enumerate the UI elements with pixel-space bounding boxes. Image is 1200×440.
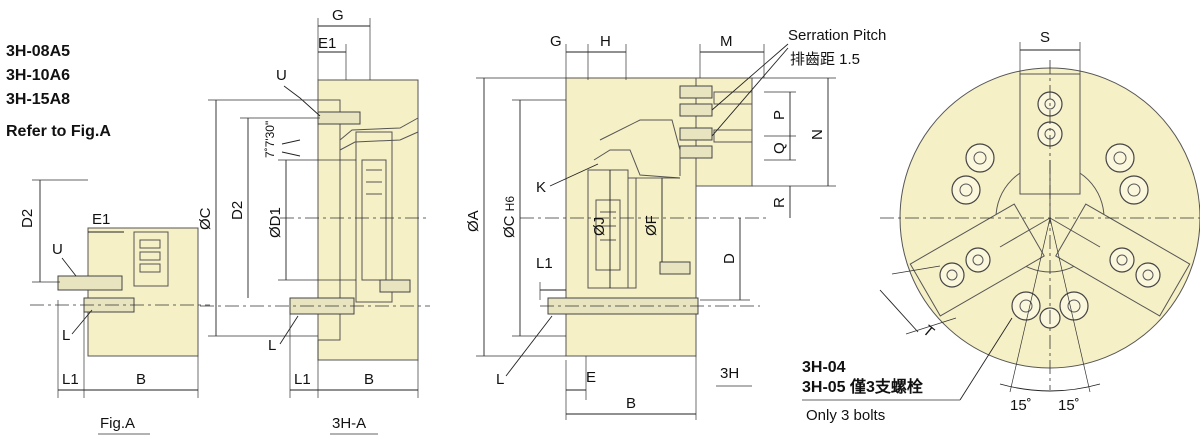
mount-hole [965,143,995,173]
fig-a-section: D2 E1 U L L1 B [19,179,210,398]
front-view: S T 15˚ 15˚ [879,29,1200,414]
refer-fig-a-note: Refer to Fig.A [6,123,111,140]
label-l-3h: L [496,371,504,388]
dim-b-3h: B [626,395,636,412]
dim-oj-3h: ØJ [591,217,608,236]
dim-h-3h: H [600,33,611,50]
bolt-note-model-05: 3H-05 僅3支螺栓 [802,377,924,396]
bolt-note-only-3-bolts: Only 3 bolts [806,407,885,424]
serration-pitch-label: Serration Pitch [788,27,886,44]
dim-l1-3h: L1 [536,255,553,272]
angle-15-right: 15˚ [1058,397,1080,414]
dim-d-3h: D [721,253,738,264]
label-u-3h-a: U [276,67,287,84]
dim-of-3h: ØF [643,215,660,236]
dim-g-3h: G [550,33,562,50]
dim-oc-h6-3h: ØC H6 [501,196,518,238]
model-label-10a6: 3H-10A6 [6,67,70,84]
dim-d2-fig-a: D2 [19,209,36,228]
label-l-3h-a: L [268,337,276,354]
section-3h: G H M Serration Pitch 排齒距 1.5 P Q R N D [465,27,886,420]
dim-b-fig-a: B [136,371,146,388]
dim-p-3h: P [771,110,788,120]
fig-a-body [87,227,199,357]
dim-oc-3h-a: ØC [197,207,214,230]
caption-3h: 3H [720,365,739,382]
3h-jaw-bolt-1 [679,85,713,99]
dim-d2-3h-a: D2 [229,201,246,220]
dim-e1-3h-a: E1 [318,35,336,52]
dim-l1-fig-a: L1 [62,371,79,388]
label-u-fig-a: U [52,241,63,258]
dim-od1-3h-a: ØD1 [267,207,284,238]
fig-a-bolt-u [57,275,123,291]
3h-a-inner-jaw [355,131,393,303]
label-l-fig-a: L [62,327,70,344]
angle-15-left: 15˚ [1010,397,1032,414]
dim-l1-3h-a: L1 [294,371,311,388]
3h-jaw-bolt-2 [679,127,713,141]
3h-a-bolt-u [317,111,361,125]
caption-fig-a: Fig.A [100,415,135,432]
dim-m-3h: M [720,33,733,50]
model-label-15a8: 3H-15A8 [6,91,70,108]
caption-3h-a: 3H-A [332,415,366,432]
label-k-3h: K [536,179,546,196]
dim-r-3h: R [771,197,788,208]
section-3h-a: G E1 U ØC D2 ØD1 7˚7'30" L L1 B [197,7,430,398]
serration-pitch-cn-label: 排齒距 1.5 [790,51,860,68]
taper-angle-label: 7˚7'30" [263,121,277,158]
dim-g-3h-a: G [332,7,344,24]
3h-side-bolt [659,261,691,275]
dim-e1-fig-a: E1 [92,211,110,228]
dim-s-front: S [1040,29,1050,46]
fig-a-jaw [133,231,169,287]
bolt-note-model-04: 3H-04 [802,359,846,376]
dim-b-3h-a: B [364,371,374,388]
dim-e-3h: E [586,369,596,386]
dim-t-front: T [919,322,937,341]
dim-oa-3h: ØA [465,210,482,232]
dim-n-3h: N [809,129,826,140]
dim-q-3h: Q [771,142,788,154]
model-label-08a5: 3H-08A5 [6,43,70,60]
